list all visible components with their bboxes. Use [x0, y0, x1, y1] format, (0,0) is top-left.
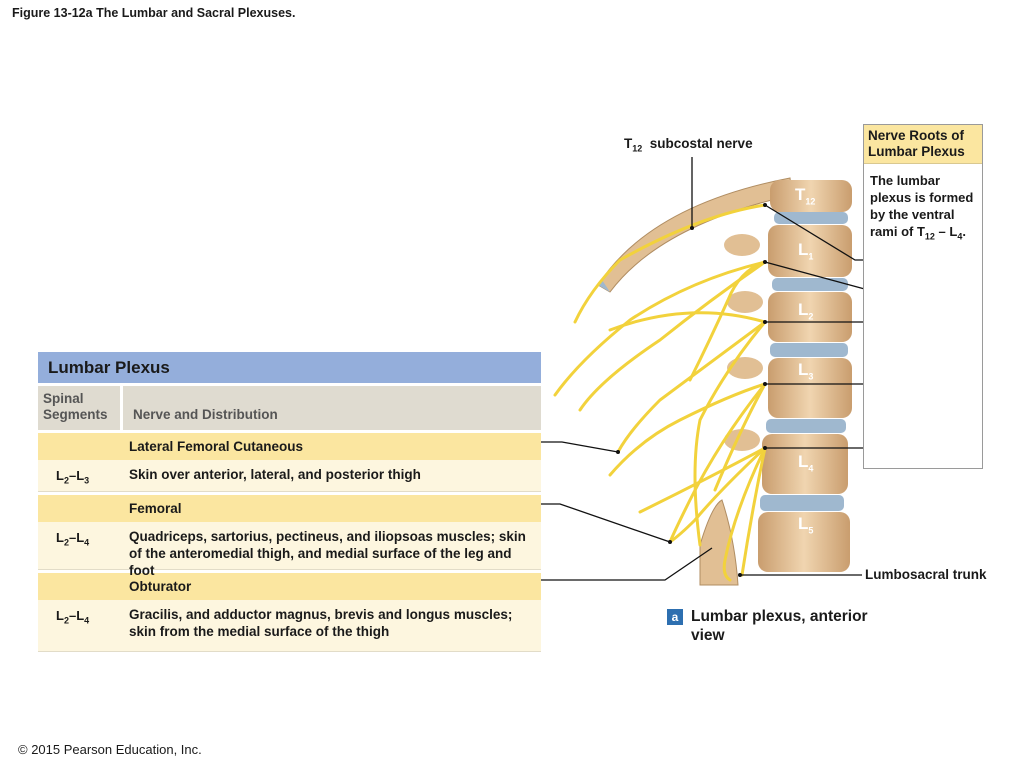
figure-caption: a Lumbar plexus, anterior view	[667, 607, 901, 645]
lumbosacral-trunk-label: Lumbosacral trunk	[865, 567, 987, 582]
leader-obturator	[533, 547, 713, 581]
root-label-l3: L3	[878, 377, 892, 395]
vertebra-label-l1: L1	[798, 240, 814, 262]
table-title-bar: Lumbar Plexus	[38, 352, 541, 383]
genitofemoral-nerve	[693, 320, 767, 547]
table-row: L2–L4 Quadriceps, sartorius, pectineus, …	[38, 522, 541, 578]
vertebra-label-t12: T12	[795, 185, 816, 207]
disc	[772, 278, 848, 291]
caption-badge: a	[667, 609, 683, 625]
disc	[766, 419, 846, 433]
nerve-name-femoral: Femoral	[38, 495, 541, 522]
leader-lfc	[533, 441, 619, 453]
figure-title: Figure 13-12a The Lumbar and Sacral Plex…	[12, 6, 296, 20]
nerve-name-obturator: Obturator	[38, 573, 541, 600]
caption-text: Lumbar plexus, anterior view	[691, 608, 868, 644]
lumbar-plexus-table: Lumbar Plexus Spinal Segments Nerve and …	[38, 352, 541, 652]
twig	[608, 311, 767, 332]
lumbosacral-trunk-nerve	[740, 446, 767, 577]
vertebra-t12	[770, 180, 852, 212]
leader-lines	[533, 157, 873, 581]
vertebra-label-l5: L5	[798, 514, 814, 536]
vertebra-label-l4: L4	[798, 452, 814, 474]
subcostal-nerve	[573, 203, 767, 324]
vertebra-label-l3: L3	[798, 360, 814, 382]
vertebra-l4	[762, 434, 848, 494]
twig	[638, 446, 767, 514]
row-distribution: Quadriceps, sartorius, pectineus, and il…	[129, 529, 526, 578]
root-label-l4: L4	[878, 442, 892, 460]
transverse-process	[727, 291, 763, 313]
ilioinguinal-nerve	[578, 260, 767, 412]
row-segments: L2–L3	[56, 468, 90, 486]
disc	[774, 212, 848, 224]
row-segments: L2–L4	[56, 530, 90, 548]
lateral-femoral-cutaneous-nerve	[616, 320, 767, 454]
col-header-nerve: Nerve and Distribution	[123, 386, 541, 430]
femoral-nerve-b	[668, 446, 767, 544]
leader-femoral	[533, 503, 671, 543]
row-distribution: Skin over anterior, lateral, and posteri…	[129, 467, 421, 482]
disc	[770, 343, 848, 357]
table-row: L2–L4 Gracilis, and adductor magnus, bre…	[38, 600, 541, 652]
row-segments: L2–L4	[56, 608, 90, 626]
vertebra-l1	[768, 225, 852, 277]
root-label-l1: L1	[878, 284, 892, 302]
leader-l1	[764, 261, 873, 292]
root-label-l2: L2	[878, 315, 892, 333]
obturator-nerve	[722, 446, 767, 582]
twig	[713, 382, 767, 492]
leader-dots	[616, 203, 767, 577]
vertebra-l2	[768, 292, 852, 342]
table-row: L2–L3 Skin over anterior, lateral, and p…	[38, 460, 541, 492]
twig	[608, 382, 767, 477]
iliohypogastric-nerve	[553, 260, 767, 397]
transverse-process	[724, 234, 760, 256]
twig	[688, 260, 767, 382]
vertebral-column	[724, 180, 852, 572]
disc	[760, 495, 844, 511]
nerve-name-lateral-femoral-cutaneous: Lateral Femoral Cutaneous	[38, 433, 541, 460]
row-distribution: Gracilis, and adductor magnus, brevis an…	[129, 607, 513, 639]
table-column-headers: Spinal Segments Nerve and Distribution	[38, 386, 541, 430]
subcostal-nerve-label: T12 subcostal nerve	[624, 136, 753, 154]
rib-12	[597, 177, 793, 293]
root-label-t12: T12	[878, 254, 897, 272]
col-header-segments: Spinal Segments	[38, 386, 120, 430]
transverse-process	[727, 357, 763, 379]
nerve-branches	[553, 203, 767, 582]
copyright: © 2015 Pearson Education, Inc.	[18, 742, 202, 757]
vertebra-l5	[758, 512, 850, 572]
table-title: Lumbar Plexus	[48, 357, 170, 377]
vertebra-label-l2: L2	[798, 300, 814, 322]
femoral-nerve-a	[668, 382, 767, 544]
vertebra-l3	[768, 358, 852, 418]
hip-bone	[699, 499, 739, 586]
